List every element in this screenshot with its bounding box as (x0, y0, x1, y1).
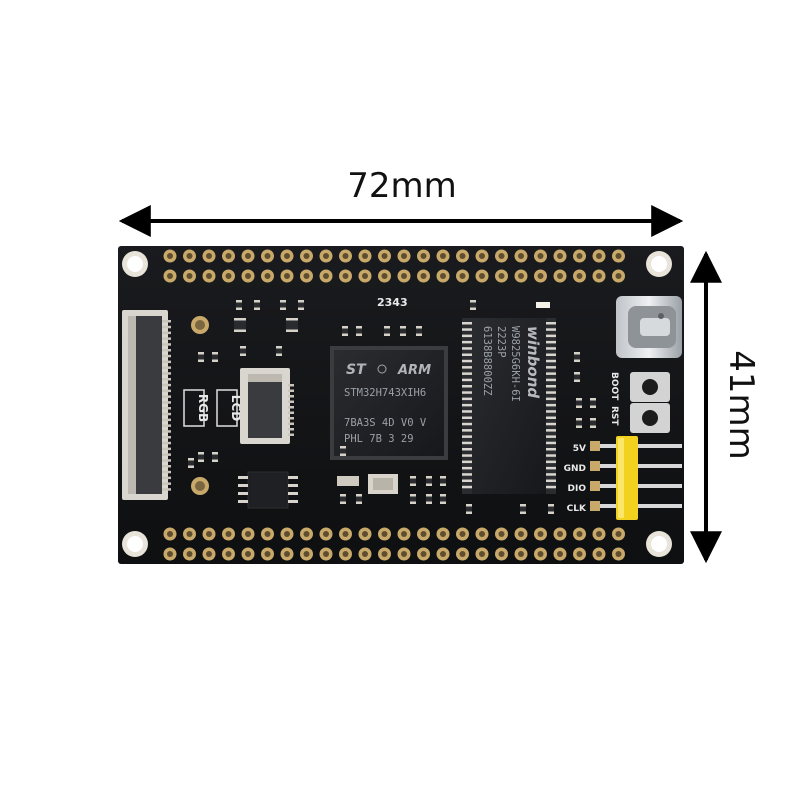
sdram-part-number: W9825G6KH-6I (509, 326, 521, 402)
smd-part (548, 504, 554, 514)
smd-part (254, 300, 260, 310)
smd-part (574, 352, 580, 362)
smd-part (440, 494, 446, 504)
smd-part (240, 346, 246, 356)
boot-button[interactable] (630, 372, 670, 402)
smd-part (576, 418, 582, 428)
smd-part (340, 446, 346, 456)
smd-part (410, 494, 416, 504)
smd-part (384, 326, 390, 336)
smd-part (280, 300, 286, 310)
board-code-label: 2343 (377, 296, 408, 309)
lcd-label-box: LCD (216, 389, 243, 427)
width-dimension-label: 72mm (347, 166, 457, 206)
smd-part (342, 326, 348, 336)
sdram-brand: winbond (524, 326, 542, 398)
power-led (536, 302, 550, 308)
smd-part (356, 326, 362, 336)
top-pin-header-pads (163, 249, 625, 283)
mcu-line3: PHL 7B 3 29 (344, 433, 414, 445)
boot-silkscreen-label: BOOT (609, 372, 619, 401)
smd-part (356, 494, 362, 504)
smd-part (212, 452, 218, 462)
smd-part (520, 504, 526, 514)
smd-part (576, 398, 582, 408)
reset-silkscreen-label: RST (609, 406, 619, 426)
mcu-chip: ST ARM STM32H743XIH6 7BA3S 4D V0 V PHL 7… (330, 346, 448, 460)
mcu-line2: 7BA3S 4D V0 V (344, 417, 427, 429)
lcd-fpc-connector (240, 368, 294, 444)
smd-part (426, 494, 432, 504)
smd-part (416, 326, 422, 336)
crystal (368, 474, 398, 494)
smd-components (188, 300, 596, 514)
swd-pin-header (590, 436, 682, 520)
smd-part (340, 494, 346, 504)
flash-chip (238, 471, 298, 509)
usb-c-connector[interactable] (616, 296, 682, 358)
smd-part (590, 398, 596, 408)
sdram-line3: 6138B8800ZZ (481, 326, 493, 396)
sdram-chip: winbond W9825G6KH-6I 2223P 6138B8800ZZ (462, 318, 556, 494)
pin-5v-label: 5V (573, 444, 586, 454)
pcb-board: RGB LCD ST ARM STM32H7 (118, 246, 684, 564)
reset-button[interactable] (630, 403, 670, 433)
bottom-pin-header-pads (163, 527, 625, 561)
smd-part (470, 300, 476, 310)
st-logo: ST (346, 362, 367, 378)
height-dimension-label: 41mm (721, 350, 761, 460)
rgb-label-box: RGB (183, 389, 210, 427)
smd-part (236, 300, 242, 310)
smd-part (440, 476, 446, 486)
pin-clk-label: CLK (567, 504, 587, 514)
smd-part (276, 346, 282, 356)
screw-icon (658, 313, 664, 319)
pin-gnd-label: GND (564, 464, 586, 474)
sdram-line2: 2223P (495, 326, 507, 358)
rgb-silkscreen-label: RGB (196, 394, 210, 422)
smd-part (466, 504, 472, 514)
smd-part (590, 418, 596, 428)
smd-part (400, 326, 406, 336)
smd-part (198, 352, 204, 362)
width-dimension: 72mm (118, 166, 684, 237)
mcu-brand: ARM (397, 363, 431, 378)
registered-icon (377, 364, 387, 374)
smd-part (298, 300, 304, 310)
smd-part (286, 318, 298, 332)
pin-dio-label: DIO (568, 484, 587, 494)
smd-part (426, 476, 432, 486)
lcd-silkscreen-label: LCD (229, 395, 243, 421)
mounting-holes (122, 251, 672, 557)
component (337, 476, 359, 486)
smd-part (212, 352, 218, 362)
rgb-fpc-connector (122, 310, 171, 500)
smd-part (410, 476, 416, 486)
smd-part (574, 372, 580, 382)
smd-part (188, 458, 194, 468)
smd-part (234, 318, 246, 332)
height-dimension: 41mm (690, 250, 761, 564)
smd-part (198, 452, 204, 462)
mcu-part-number: STM32H743XIH6 (344, 387, 426, 399)
